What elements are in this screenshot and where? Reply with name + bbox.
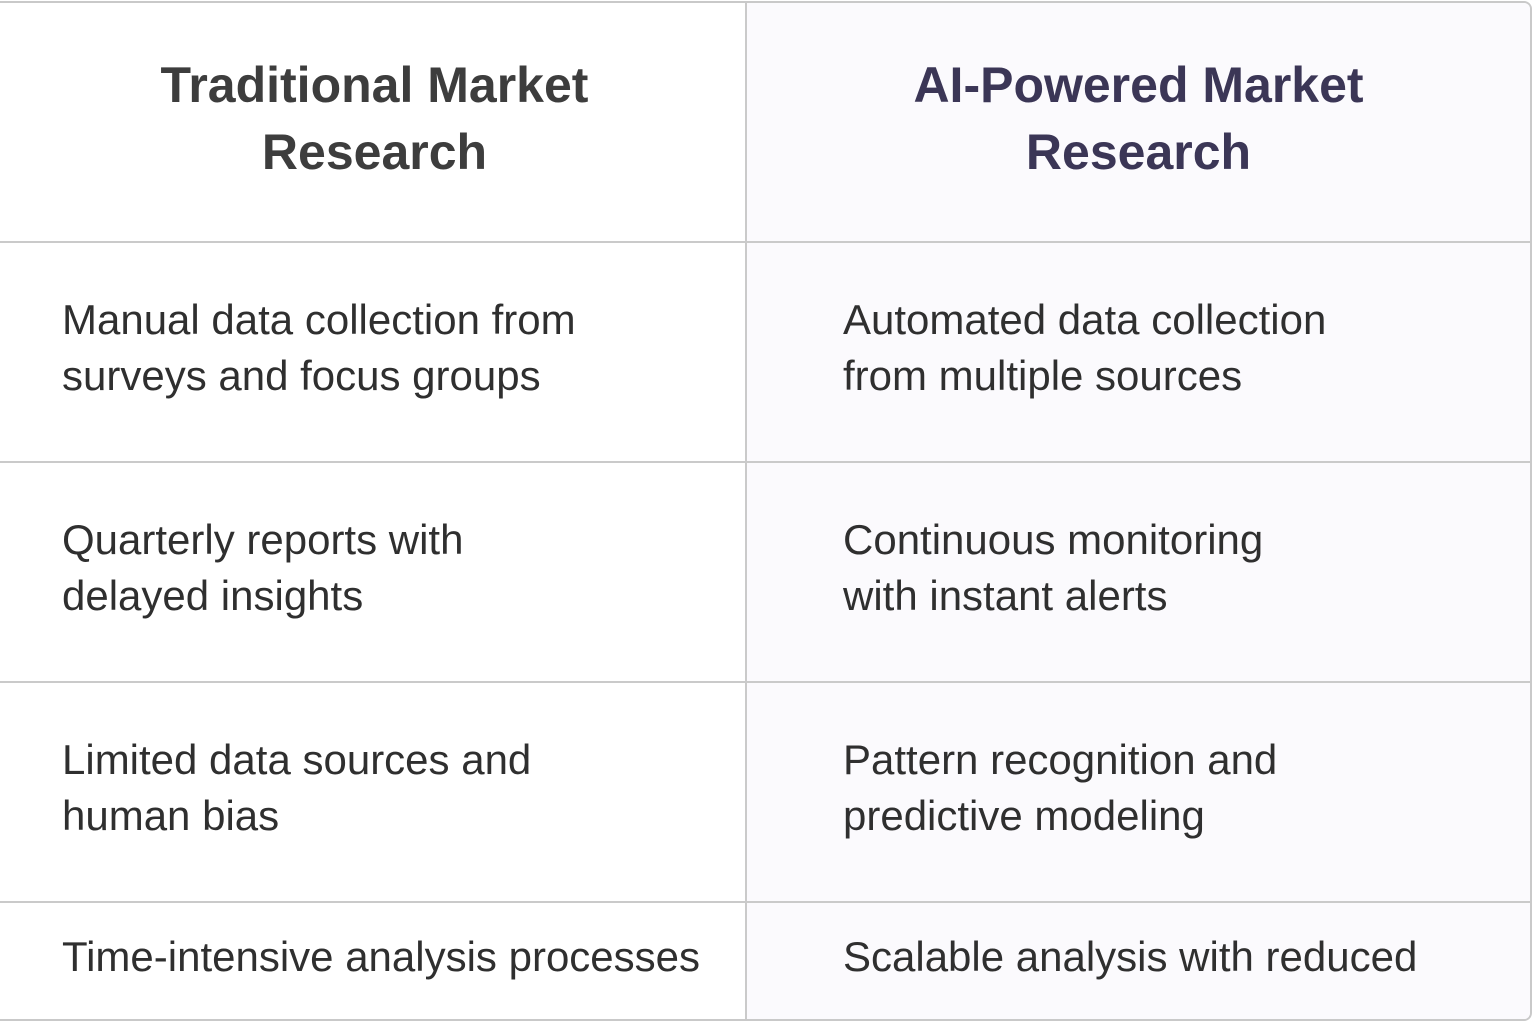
header-ai-powered-label: AI-Powered Market Research [913, 57, 1364, 180]
cell-text: Quarterly reports with delayed insights [62, 516, 464, 619]
header-ai-powered: AI-Powered Market Research [747, 3, 1530, 243]
cell-text: Manual data collection from surveys and … [62, 296, 576, 399]
row-3-ai-powered: Pattern recognition and predictive model… [747, 683, 1530, 903]
cell-text: Continuous monitoring with instant alert… [843, 516, 1264, 619]
cell-text: Scalable analysis with reduced [843, 933, 1418, 980]
cell-text: Time-intensive analysis processes [62, 933, 701, 980]
cell-text: Limited data sources and human bias [62, 736, 532, 839]
row-2-traditional: Quarterly reports with delayed insights [0, 463, 747, 683]
row-3-traditional: Limited data sources and human bias [0, 683, 747, 903]
cell-text: Automated data collection from multiple … [843, 296, 1327, 399]
comparison-grid: Traditional Market Research AI-Powered M… [0, 3, 1530, 1019]
header-traditional: Traditional Market Research [0, 3, 747, 243]
row-1-traditional: Manual data collection from surveys and … [0, 243, 747, 463]
row-1-ai-powered: Automated data collection from multiple … [747, 243, 1530, 463]
row-2-ai-powered: Continuous monitoring with instant alert… [747, 463, 1530, 683]
cell-text: Pattern recognition and predictive model… [843, 736, 1278, 839]
header-traditional-label: Traditional Market Research [160, 57, 589, 180]
row-4-ai-powered: Scalable analysis with reduced [747, 903, 1530, 1019]
row-4-traditional: Time-intensive analysis processes [0, 903, 747, 1019]
